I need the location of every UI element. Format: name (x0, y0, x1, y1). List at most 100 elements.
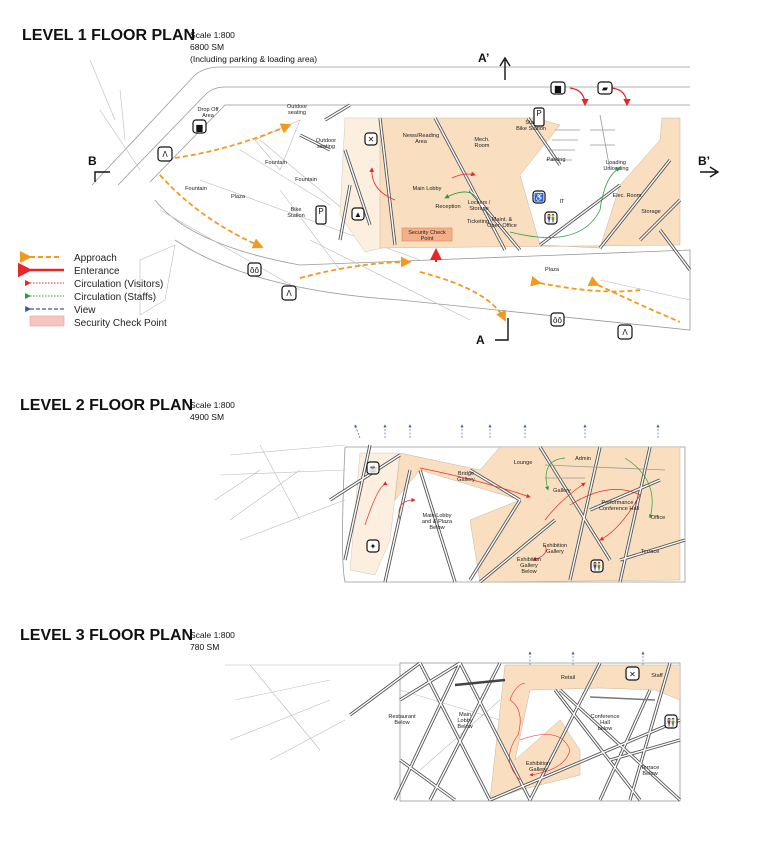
level1-area: 6800 SM (190, 42, 224, 52)
svg-text:▰: ▰ (602, 84, 609, 93)
restroom-icon: 👫 (664, 714, 678, 729)
restaurant-icon: ✦ (366, 539, 380, 553)
level1-beams (299, 103, 692, 271)
level1-scale: Scale 1:800 (190, 30, 235, 40)
svg-text:Enterance: Enterance (74, 266, 120, 277)
restaurant-icon: ✕ (364, 132, 378, 146)
svg-text:Staff: Staff (651, 673, 663, 679)
svg-text:☕: ☕ (368, 463, 378, 473)
pedestrian-icon: Λ (157, 146, 173, 162)
svg-text:ôô: ôô (553, 316, 562, 325)
svg-text:Fountain: Fountain (185, 186, 207, 192)
svg-text:P: P (318, 207, 323, 216)
svg-text:Plaza: Plaza (545, 267, 560, 273)
bicycle-icon: ôô (550, 312, 565, 327)
svg-text:▆: ▆ (554, 84, 562, 93)
svg-text:Plaza: Plaza (231, 194, 246, 200)
level2-plan: LEVEL 2 FLOOR PLAN Scale 1:800 4900 SM (20, 397, 686, 584)
svg-text:P: P (536, 109, 541, 118)
svg-text:Λ: Λ (622, 328, 628, 337)
restaurant-icon: ✕ (625, 666, 640, 681)
svg-text:IT: IT (560, 199, 566, 205)
level3-scale: Scale 1:800 (190, 630, 235, 640)
accessible-icon: ♿ (532, 190, 546, 204)
svg-text:▲: ▲ (354, 210, 362, 219)
level1-plan: LEVEL 1 FLOOR PLAN Scale 1:800 6800 SM (… (22, 27, 720, 347)
svg-text:Parking: Parking (547, 157, 566, 163)
svg-text:Retail: Retail (561, 675, 575, 681)
svg-text:Lockers /Storage: Lockers /Storage (468, 200, 491, 212)
section-b-left: B (88, 154, 97, 168)
level2-title: LEVEL 2 FLOOR PLAN (20, 397, 193, 414)
svg-text:Office: Office (651, 515, 666, 521)
svg-text:Approach: Approach (74, 253, 117, 264)
svg-text:Gallery: Gallery (553, 488, 571, 494)
section-b-right: B’ (698, 154, 710, 168)
level2-area: 4900 SM (190, 412, 224, 422)
cafe-icon: ▲ (351, 207, 365, 221)
svg-text:Main Lobby: Main Lobby (413, 186, 442, 192)
svg-text:View: View (74, 305, 96, 316)
cafe-icon: ☕ (366, 461, 380, 475)
level3-beams (349, 661, 682, 802)
level2-beams (329, 444, 686, 584)
svg-text:✕: ✕ (368, 135, 375, 144)
svg-text:Elec. Room: Elec. Room (613, 193, 642, 199)
section-markers (94, 56, 720, 341)
view-arrows (354, 424, 660, 439)
svg-text:Fountain: Fountain (265, 160, 287, 166)
level3-plan: LEVEL 3 FLOOR PLAN Scale 1:800 780 SM Re… (20, 627, 682, 802)
pedestrian-icon: Λ (281, 285, 297, 301)
view-arrows (528, 651, 645, 665)
svg-text:Lounge: Lounge (514, 460, 533, 466)
car-icon: ▆ (550, 81, 566, 95)
svg-text:▆: ▆ (195, 123, 203, 132)
svg-text:Admin: Admin (575, 456, 591, 462)
svg-text:👫: 👫 (666, 717, 676, 727)
svg-text:Reception: Reception (435, 204, 460, 210)
level3-title: LEVEL 3 FLOOR PLAN (20, 627, 193, 644)
svg-text:✕: ✕ (629, 670, 636, 679)
svg-text:Storage: Storage (641, 209, 661, 215)
svg-text:👫: 👫 (592, 561, 602, 571)
svg-text:Λ: Λ (162, 150, 168, 159)
svg-text:Terrace: Terrace (641, 549, 660, 555)
pedestrian-icon: Λ (617, 324, 633, 340)
bicycle-icon: ôô (247, 262, 262, 277)
parking-icon: P (533, 107, 545, 127)
level2-scale: Scale 1:800 (190, 400, 235, 410)
svg-text:Security Check Point: Security Check Point (74, 318, 167, 329)
approach-arrows (159, 123, 681, 323)
level3-area: 780 SM (190, 642, 219, 652)
svg-text:Circulation (Staffs): Circulation (Staffs) (74, 292, 156, 303)
svg-text:✦: ✦ (370, 542, 377, 551)
svg-text:👫: 👫 (546, 213, 556, 223)
svg-text:Performance /Conference Hall: Performance /Conference Hall (599, 500, 639, 512)
legend: Approach Enterance Circulation (Visitors… (18, 251, 167, 329)
level1-title: LEVEL 1 FLOOR PLAN (22, 27, 195, 44)
svg-text:ôô: ôô (250, 266, 259, 275)
svg-text:♿: ♿ (534, 192, 544, 202)
section-a-bottom: A (476, 333, 485, 347)
truck-icon: ▰ (597, 81, 613, 95)
svg-text:Maint. &Oper. Office: Maint. &Oper. Office (487, 217, 517, 229)
svg-text:Mech.Room: Mech.Room (474, 137, 490, 149)
